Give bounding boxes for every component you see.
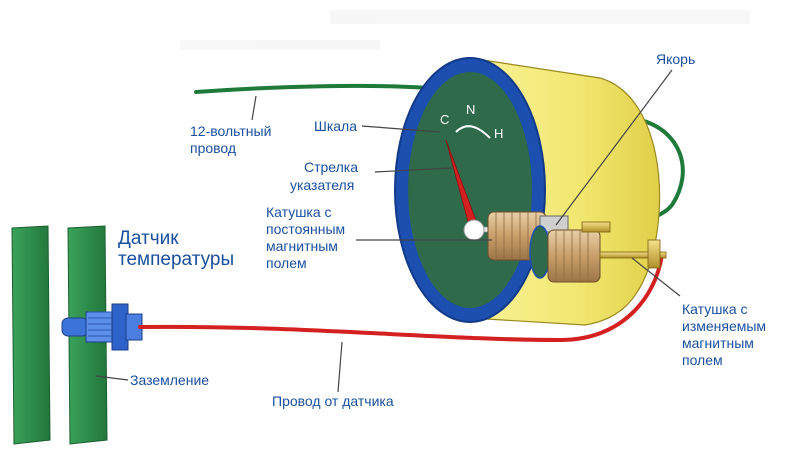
variable-coil [547, 229, 601, 283]
label-variable-coil: Катушка с изменяемым магнитным полем [682, 301, 770, 368]
dial-mark-cold: C [440, 112, 449, 127]
label-pointer: Стрелка указателя [290, 159, 362, 193]
wire-12v [194, 83, 432, 94]
label-ground: Заземление [130, 372, 209, 388]
label-sensor-wire: Провод от датчика [272, 393, 394, 409]
dial-scale: C N H [440, 102, 503, 141]
engine-wall [11, 225, 108, 445]
sensor-wire [138, 253, 664, 343]
brass-terminals [581, 221, 667, 269]
label-12v-wire: 12-вольтный провод [190, 123, 275, 156]
labels: 12-вольтный провод Шкала Якорь Стрелка у… [118, 51, 770, 409]
label-anchor: Якорь [656, 51, 695, 67]
temperature-sensor [61, 303, 143, 351]
label-scale: Шкала [314, 118, 357, 134]
label-temperature-sensor: Датчик температуры [118, 228, 234, 270]
gauge-housing [394, 57, 661, 326]
leader-lines [95, 69, 681, 393]
dial-mark-hot: H [494, 126, 503, 141]
background-ghost [180, 10, 750, 50]
label-fixed-coil: Катушка с постоянным магнитным полем [266, 204, 349, 271]
dial-mark-normal: N [466, 102, 475, 117]
